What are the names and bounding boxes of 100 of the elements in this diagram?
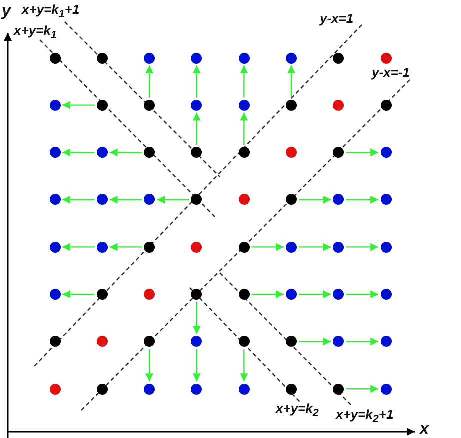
lattice-point	[380, 384, 392, 395]
lattice-point	[286, 384, 297, 395]
lattice-point	[96, 289, 108, 300]
lattice-point	[96, 100, 108, 111]
lattice-point	[50, 100, 60, 111]
lattice-point	[144, 384, 156, 395]
lattice-point	[333, 242, 344, 253]
arrow	[288, 66, 296, 98]
lattice-point	[96, 52, 108, 64]
lattice-point	[144, 242, 156, 253]
arrow	[346, 196, 379, 204]
arrow	[299, 290, 332, 298]
axis-label: y	[2, 4, 11, 20]
arrow	[62, 196, 95, 204]
lattice-point	[380, 242, 392, 253]
arrow	[299, 196, 332, 204]
line-equation: x+y=k$_{2}$+1	[336, 408, 394, 426]
lattice-point	[144, 52, 156, 64]
arrow	[110, 196, 142, 204]
lattice-point	[238, 52, 250, 64]
lattice-point	[50, 52, 60, 64]
arrow	[299, 243, 332, 252]
arrow	[240, 112, 248, 146]
lattice-point	[96, 242, 108, 253]
arrow	[346, 290, 379, 298]
arrow	[192, 302, 201, 334]
lattice-point	[238, 147, 250, 158]
lattice-point	[380, 100, 392, 111]
lattice-point	[96, 194, 108, 206]
lattice-point	[191, 194, 202, 206]
lattice-point	[191, 384, 202, 395]
arrow	[157, 196, 190, 204]
arrow	[240, 66, 248, 98]
lattice-point	[191, 336, 202, 348]
arrow	[346, 243, 379, 252]
lattice-point	[286, 289, 297, 300]
arrow	[110, 243, 142, 252]
lattice-point	[380, 52, 392, 64]
lattice-point	[238, 336, 250, 348]
line-equation: y-x=1	[320, 12, 354, 25]
lattice-point	[144, 194, 156, 206]
lattice-point	[191, 242, 202, 253]
lattice-point	[333, 384, 344, 395]
lattice-point	[238, 384, 250, 395]
lattice-point	[191, 147, 202, 158]
axis-label: x	[420, 422, 429, 438]
lattice-point	[238, 242, 250, 253]
lattice-point	[191, 289, 202, 300]
lattice-point	[144, 100, 156, 111]
line-equation: x+y=k$_{1}$+1	[22, 3, 80, 20]
arrow	[192, 112, 201, 146]
line-equation: x+y=k$_{2}$	[276, 402, 319, 420]
line-equation: y-x=-1	[372, 66, 410, 79]
arrow	[146, 66, 154, 98]
lattice-point	[238, 194, 250, 206]
lattice-point	[333, 336, 344, 348]
arrow	[62, 290, 95, 298]
lattice-point	[50, 194, 60, 206]
arrow	[146, 349, 154, 382]
arrow	[346, 385, 379, 394]
arrow	[192, 349, 201, 382]
lattice-point	[380, 194, 392, 206]
arrow	[62, 101, 95, 110]
lattice-point	[96, 384, 108, 395]
lattice-point	[286, 242, 297, 253]
lattice-point	[286, 100, 297, 111]
lattice-point	[380, 289, 392, 300]
lattice-point	[191, 52, 202, 64]
lattice-point	[144, 336, 156, 348]
lattice-point	[286, 147, 297, 158]
lattice-point	[286, 194, 297, 206]
lattice-point	[333, 52, 344, 64]
lattice-point	[286, 336, 297, 348]
arrow	[346, 338, 379, 346]
arrow	[192, 66, 201, 98]
lattice-point	[50, 384, 60, 395]
lattice-point	[144, 147, 156, 158]
arrow	[252, 290, 284, 298]
lattice-point	[96, 147, 108, 158]
arrow	[110, 148, 142, 157]
arrow	[299, 338, 332, 346]
lattice-point	[333, 147, 344, 158]
lattice-point	[286, 52, 297, 64]
lattice-point	[333, 289, 344, 300]
arrow	[346, 148, 379, 157]
arrow	[62, 243, 95, 252]
lattice-point	[144, 289, 156, 300]
lattice-point	[191, 100, 202, 111]
line-equation: x+y=k$_{1}$	[14, 24, 57, 42]
lattice-point	[238, 289, 250, 300]
lattice-point	[50, 147, 60, 158]
arrow	[252, 243, 284, 252]
lattice-point	[50, 336, 60, 348]
lattice-point	[238, 100, 250, 111]
lattice-point	[333, 100, 344, 111]
lattice-point	[50, 289, 60, 300]
arrow	[62, 148, 95, 157]
lattice-point	[380, 336, 392, 348]
lattice-point	[380, 147, 392, 158]
lattice-point	[333, 194, 344, 206]
